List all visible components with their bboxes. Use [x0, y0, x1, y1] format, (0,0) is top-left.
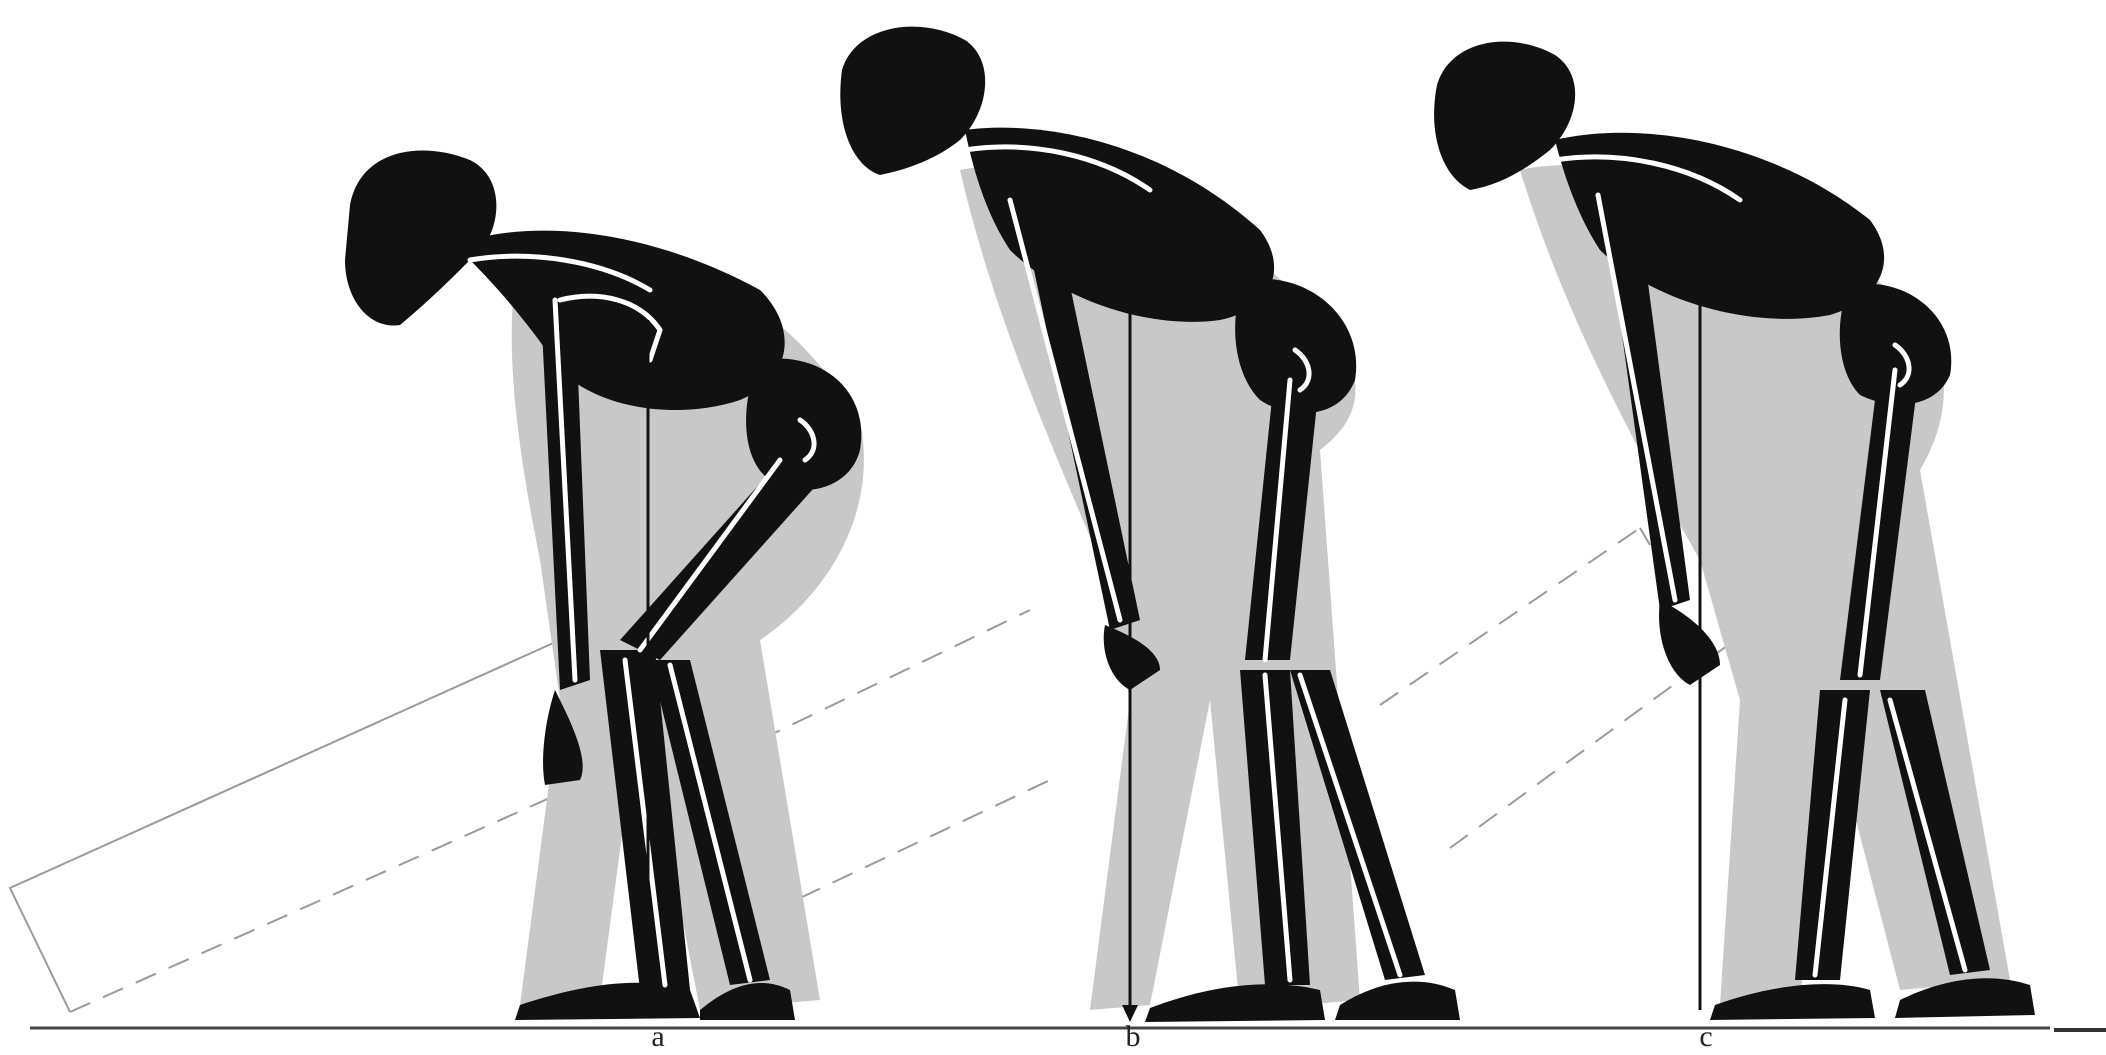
- page-edge-mark: [2054, 1028, 2106, 1032]
- figure-label-c: c: [1686, 1020, 1726, 1054]
- skeleton-figure-c: [1434, 42, 2035, 1020]
- load-guide-b: [760, 610, 1050, 898]
- figure-label-b: b: [1113, 1020, 1153, 1054]
- figure-label-a: a: [638, 1020, 678, 1054]
- skeleton-figure-b: [840, 27, 1460, 1022]
- load-guide-a: [10, 618, 610, 1012]
- head-a: [345, 150, 496, 325]
- head-b: [840, 27, 985, 175]
- skeleton-figure-a: [345, 150, 864, 1020]
